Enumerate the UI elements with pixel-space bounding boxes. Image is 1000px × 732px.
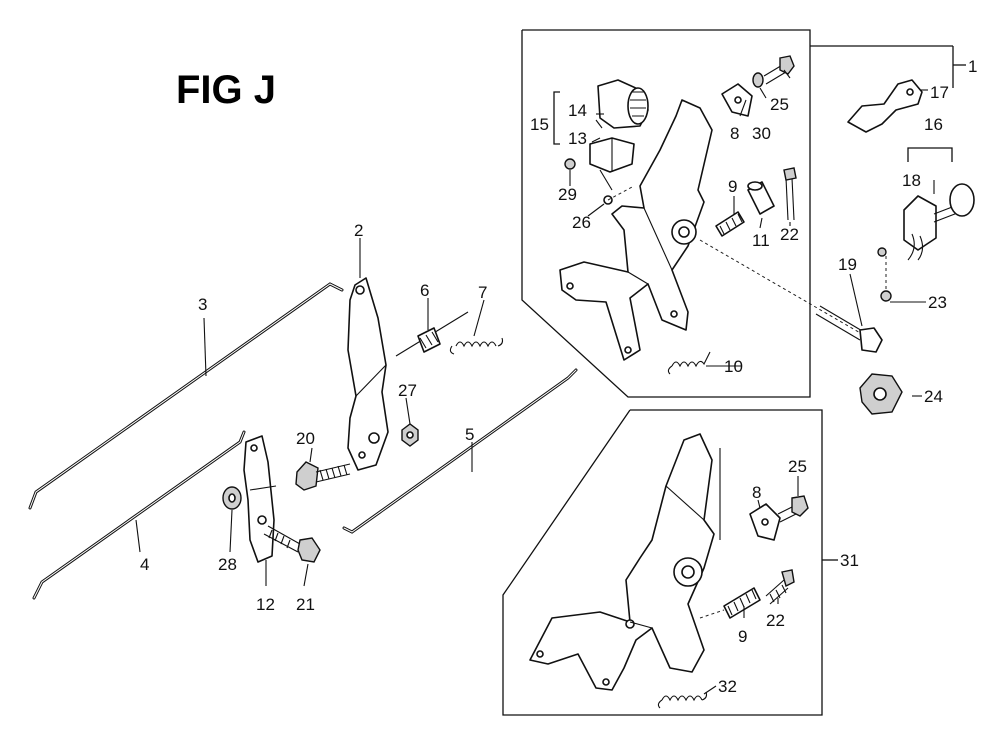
callout-15: 15 (530, 115, 549, 134)
callout-1: 1 (968, 57, 977, 76)
leader-lines (135, 69, 935, 695)
bracket-15 (553, 91, 560, 145)
governor-arm-2 (347, 277, 389, 471)
plate-17 (847, 79, 923, 133)
bolt-25-lower (777, 495, 809, 523)
callout-8-lower: 8 (752, 483, 761, 502)
lever-12 (243, 435, 277, 563)
spring-32 (657, 691, 708, 709)
bolt-21 (263, 525, 321, 563)
screw-26 (603, 185, 635, 205)
callout-24: 24 (924, 387, 943, 406)
callout-2: 2 (354, 221, 363, 240)
spring-10 (667, 351, 711, 375)
governor-rod-4 (32, 430, 246, 600)
lower-assembly-frame (502, 409, 838, 716)
callout-28: 28 (218, 555, 237, 574)
bolt-22-upper (783, 167, 797, 221)
callout-22-lower: 22 (766, 611, 785, 630)
upper-assembly-frame (521, 29, 966, 398)
switch-13 (589, 137, 635, 191)
callout-7: 7 (478, 283, 487, 302)
callout-13: 13 (568, 129, 587, 148)
callout-4: 4 (140, 555, 149, 574)
callout-18: 18 (902, 171, 921, 190)
switch-14 (595, 79, 649, 129)
bracket-16 (907, 147, 953, 162)
control-bracket-upper (559, 99, 713, 361)
bolt-19 (699, 239, 883, 353)
callout-31: 31 (840, 551, 859, 570)
knob-24 (859, 373, 903, 415)
callout-19: 19 (838, 255, 857, 274)
callout-11: 11 (752, 231, 770, 250)
plate-8-upper (721, 83, 753, 117)
control-bracket-lower (529, 433, 721, 691)
spring-6 (395, 311, 469, 357)
callout-3: 3 (198, 295, 207, 314)
callout-9-lower: 9 (738, 627, 747, 646)
switch-18 (903, 183, 975, 261)
spring-7 (449, 337, 504, 355)
bolt-22-lower (765, 569, 795, 605)
washer-28 (222, 486, 242, 510)
callout-labels: 1 2 3 4 5 6 7 8 8 9 9 10 11 12 13 14 15 … (140, 57, 977, 696)
callout-22-upper: 22 (780, 225, 799, 244)
plate-8-lower (749, 503, 781, 541)
callout-21: 21 (296, 595, 315, 614)
callout-8-upper: 8 (730, 124, 739, 143)
spring-9-lower (699, 587, 761, 619)
collar-11 (747, 181, 775, 215)
screw-23 (877, 247, 892, 302)
washer-30 (752, 72, 764, 88)
callout-10: 10 (724, 357, 743, 376)
spring-9-upper (715, 211, 745, 237)
callout-20: 20 (296, 429, 315, 448)
callout-27: 27 (398, 381, 417, 400)
callout-29: 29 (558, 185, 577, 204)
bolt-25-upper (763, 55, 795, 85)
callout-30: 30 (752, 124, 771, 143)
callout-17: 17 (930, 83, 949, 102)
bolt-20 (295, 461, 351, 491)
callout-32: 32 (718, 677, 737, 696)
callout-16: 16 (924, 115, 943, 134)
callout-9-upper: 9 (728, 177, 737, 196)
screw-29 (564, 158, 576, 170)
throttle-rod-3 (28, 282, 344, 510)
figure-title: FIG J (176, 68, 276, 112)
callout-25-lower: 25 (788, 457, 807, 476)
callout-25-upper: 25 (770, 95, 789, 114)
callout-14: 14 (568, 101, 587, 120)
callout-5: 5 (465, 425, 474, 444)
control-rod-5 (342, 368, 578, 534)
callout-12: 12 (256, 595, 275, 614)
callout-6: 6 (420, 281, 429, 300)
callout-26: 26 (572, 213, 591, 232)
nut-27 (401, 423, 419, 447)
callout-23: 23 (928, 293, 947, 312)
